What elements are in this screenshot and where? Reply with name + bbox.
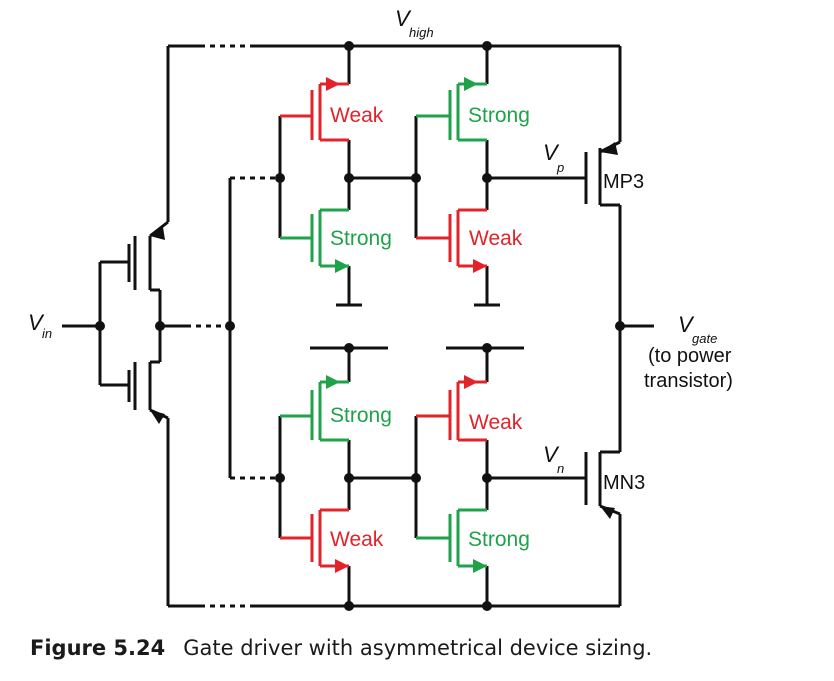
vin-label: V	[28, 310, 45, 335]
transistor-upper-left-bottom	[280, 208, 349, 273]
transistor-lower-right-bottom	[416, 508, 487, 573]
transistor-lower-right-top	[416, 375, 487, 442]
label-upper-right-top: Strong	[468, 104, 530, 127]
vhigh-label: V	[395, 6, 412, 31]
vgate-note-line1: (to power	[648, 345, 732, 367]
transistor-upper-right-top	[416, 77, 487, 142]
vn-label: V	[543, 442, 560, 467]
transistor-upper-right-bottom	[416, 208, 487, 273]
vgate-label: V	[678, 312, 695, 337]
caption-number: Figure 5.24	[30, 636, 166, 660]
figure-caption: Figure 5.24 Gate driver with asymmetrical…	[30, 636, 652, 660]
transistor-lower-left-bottom	[280, 508, 349, 573]
vhigh-subscript: high	[409, 25, 434, 40]
label-upper-left-bottom: Strong	[330, 227, 392, 250]
vgate-subscript: gate	[692, 331, 717, 346]
mn3-label: MN3	[603, 472, 645, 494]
vn-subscript: n	[557, 461, 564, 476]
label-upper-left-top: Weak	[330, 104, 384, 127]
label-lower-right-top: Weak	[469, 411, 523, 434]
label-lower-left-top: Strong	[330, 404, 392, 427]
junction-dots	[95, 41, 625, 611]
label-lower-left-bottom: Weak	[330, 528, 384, 551]
vp-label: V	[543, 140, 560, 165]
wiring	[62, 44, 654, 608]
transistor-upper-left-top	[280, 77, 349, 142]
vin-subscript: in	[42, 326, 52, 341]
transistor-lower-left-top	[280, 375, 349, 442]
label-lower-right-bottom: Strong	[468, 528, 530, 551]
black-arrows	[150, 142, 618, 519]
label-upper-right-bottom: Weak	[469, 227, 523, 250]
vp-subscript: p	[556, 160, 564, 175]
vgate-note-line2: transistor)	[644, 370, 733, 392]
mp3-label: MP3	[603, 171, 644, 193]
caption-text: Gate driver with asymmetrical device siz…	[183, 636, 653, 660]
